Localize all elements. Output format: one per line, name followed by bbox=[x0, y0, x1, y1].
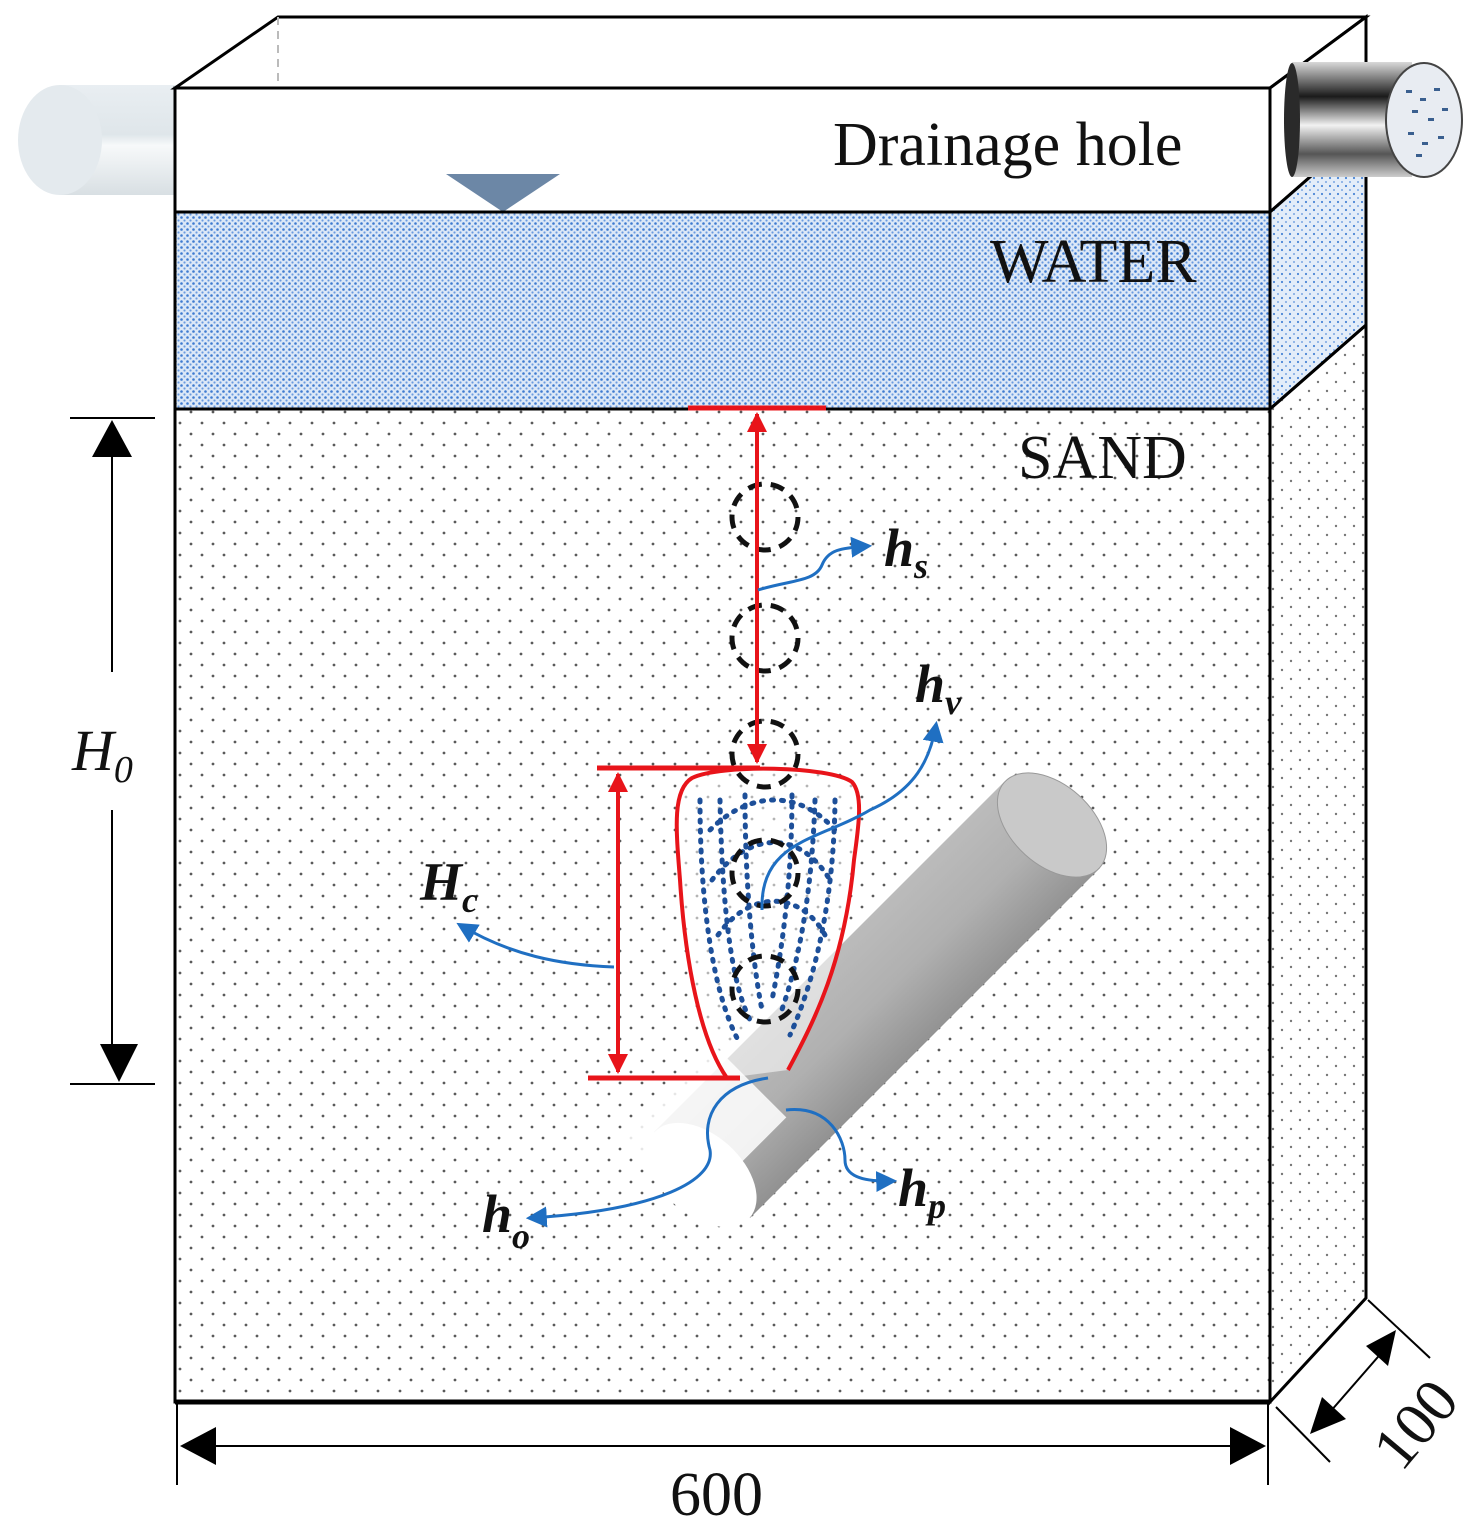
depth-dim-label: 100 bbox=[1360, 1367, 1472, 1482]
drainage-hole-label: Drainage hole bbox=[833, 111, 1182, 179]
hc-label: Hc bbox=[419, 852, 478, 920]
hv-arrow bbox=[760, 720, 944, 911]
erosion-circle bbox=[729, 953, 801, 1025]
hs-arrow bbox=[757, 536, 873, 592]
hp-arrow bbox=[785, 1108, 898, 1193]
water-label: WATER bbox=[990, 228, 1197, 296]
sand-layer bbox=[173, 321, 1368, 1406]
ho-arrow bbox=[525, 1076, 769, 1228]
cavity bbox=[674, 766, 862, 1080]
hs-label: hs bbox=[884, 518, 928, 586]
hs-measure bbox=[688, 405, 826, 764]
erosion-circle bbox=[729, 837, 801, 909]
water-level-marker bbox=[446, 174, 560, 212]
buried-pipe bbox=[623, 772, 1108, 1228]
h0-label: H0 bbox=[71, 718, 133, 791]
erosion-circle bbox=[729, 718, 801, 790]
hc-arrow bbox=[456, 922, 615, 969]
drainage-hole-pipe bbox=[1284, 62, 1463, 178]
hc-measure bbox=[588, 765, 760, 1081]
h0-dimension bbox=[70, 417, 155, 1085]
hp-label: hp bbox=[898, 1158, 946, 1226]
width-dim-label: 600 bbox=[670, 1461, 763, 1525]
depth-dimension bbox=[1275, 1299, 1431, 1463]
sand-label: SAND bbox=[1018, 424, 1187, 492]
width-dimension bbox=[176, 1404, 1269, 1485]
tank-top bbox=[170, 14, 1371, 216]
hv-label: hv bbox=[915, 654, 962, 722]
ho-label: ho bbox=[482, 1184, 530, 1256]
annotation-arrows bbox=[456, 536, 944, 1228]
water-layer bbox=[173, 124, 1368, 413]
